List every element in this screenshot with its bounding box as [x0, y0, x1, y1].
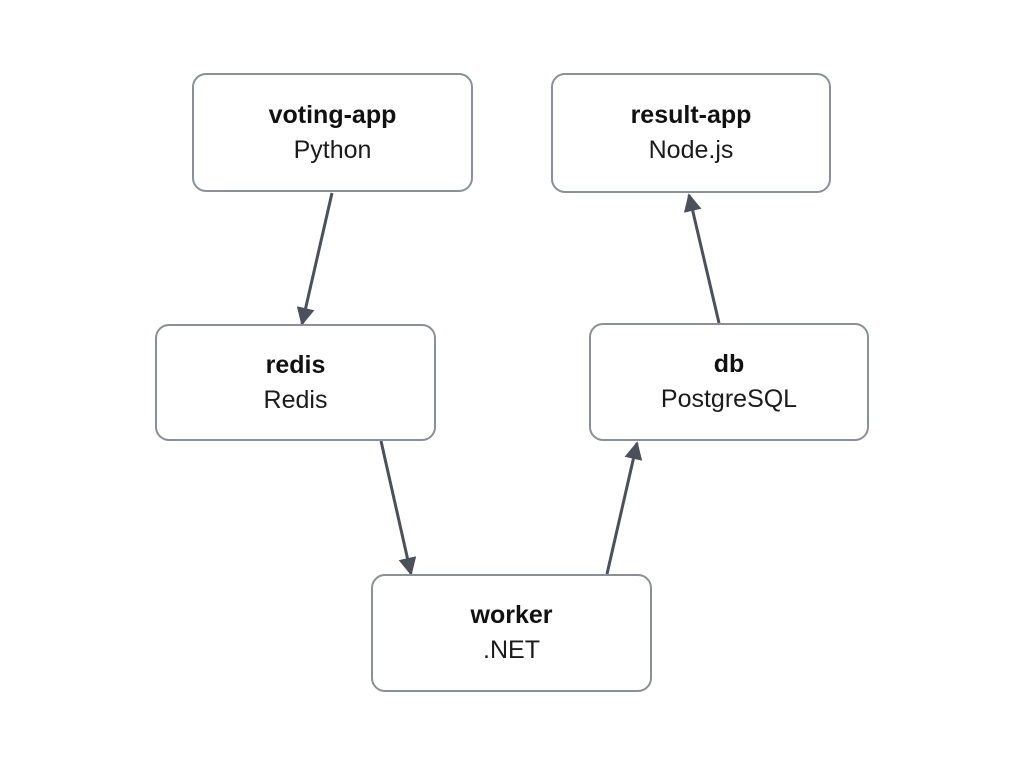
node-worker: worker .NET [371, 574, 652, 692]
node-result-app-tech: Node.js [648, 136, 734, 164]
node-db-tech: PostgreSQL [660, 385, 798, 413]
node-worker-tech: .NET [483, 636, 540, 664]
node-voting-app-tech: Python [293, 135, 372, 164]
node-voting-app-name: voting-app [268, 100, 397, 129]
node-redis: redis Redis [155, 324, 436, 441]
node-worker-name: worker [470, 601, 553, 629]
edge-voting-app-to-redis-arrow [296, 192, 334, 326]
node-result-app-name: result-app [630, 101, 752, 129]
edge-redis-to-worker-arrow [379, 440, 417, 576]
node-voting-app: voting-app Python [192, 73, 473, 192]
node-result-app: result-app Node.js [551, 73, 831, 193]
node-db: db PostgreSQL [589, 323, 869, 441]
node-redis-name: redis [265, 350, 326, 379]
node-redis-tech: Redis [263, 385, 328, 414]
edge-worker-to-db-arrow [605, 441, 643, 575]
node-db-name: db [713, 350, 745, 378]
edge-db-to-result-app-arrow [683, 193, 721, 324]
